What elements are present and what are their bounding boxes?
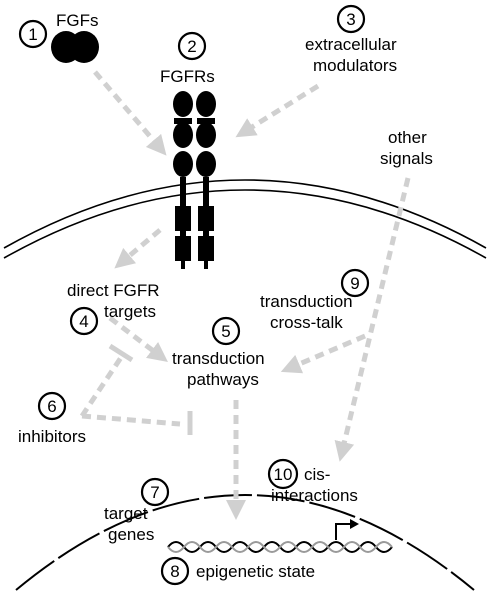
badge-10: 10 [267, 458, 299, 490]
arrow-other-signals-to-nucleus [334, 177, 411, 462]
label-interactions: interactions [271, 486, 358, 505]
cell-membrane-inner [3, 189, 487, 259]
dna-helix-icon [167, 541, 393, 553]
inhibitor-connections [79, 343, 193, 435]
label-direct-targets: targets [104, 302, 156, 321]
label-epigenetic-state: epigenetic state [196, 562, 315, 581]
badge-6: 6 [37, 391, 67, 421]
arrow-fgfs-to-fgfrs [93, 70, 167, 156]
svg-text:2: 2 [187, 37, 196, 56]
svg-text:5: 5 [221, 322, 230, 341]
cell-membrane-outer [3, 179, 487, 249]
svg-text:3: 3 [346, 10, 355, 29]
label-fgfs: FGFs [56, 11, 99, 30]
label-genes: genes [108, 525, 154, 544]
svg-text:6: 6 [47, 397, 56, 416]
badge-2: 2 [177, 31, 207, 61]
fgfr-receptor-1-icon [173, 91, 193, 269]
svg-text:10: 10 [274, 465, 293, 484]
label-fgfrs: FGFRs [160, 67, 215, 86]
badge-8: 8 [160, 556, 190, 586]
nuclear-envelope [15, 494, 475, 591]
fgfr-receptor-2-icon [196, 91, 216, 269]
label-pathways: pathways [187, 370, 259, 389]
arrow-modulators-to-fgfrs [235, 83, 320, 138]
badge-4: 4 [69, 306, 99, 336]
arrow-receptor-to-direct-targets [114, 228, 162, 269]
label-target: target [104, 504, 148, 523]
svg-text:8: 8 [170, 562, 179, 581]
svg-text:7: 7 [150, 483, 159, 502]
label-crosstalk: cross-talk [270, 313, 343, 332]
svg-text:9: 9 [350, 274, 359, 293]
fgfs-ligand-icon [51, 31, 99, 63]
badge-1: 1 [18, 19, 48, 49]
label-signals: signals [380, 149, 433, 168]
badge-3: 3 [336, 4, 366, 34]
label-other: other [388, 128, 427, 147]
arrow-direct-targets-to-pathways [108, 316, 168, 363]
transcription-start-arrow-icon [335, 519, 359, 540]
label-inhibitors: inhibitors [18, 427, 86, 446]
svg-text:1: 1 [28, 25, 37, 44]
label-direct-fgfr: direct FGFR [67, 281, 160, 300]
label-modulators: modulators [313, 56, 397, 75]
label-extracellular: extracellular [305, 35, 397, 54]
label-crosstalk-transduction: transduction [260, 292, 353, 311]
label-cis: cis- [304, 465, 330, 484]
svg-text:4: 4 [79, 312, 88, 331]
arrow-crosstalk-to-pathways [280, 333, 366, 374]
badge-7: 7 [140, 477, 170, 507]
badge-5: 5 [211, 316, 241, 346]
badge-9: 9 [340, 268, 370, 298]
label-pathways-transduction: transduction [172, 349, 265, 368]
